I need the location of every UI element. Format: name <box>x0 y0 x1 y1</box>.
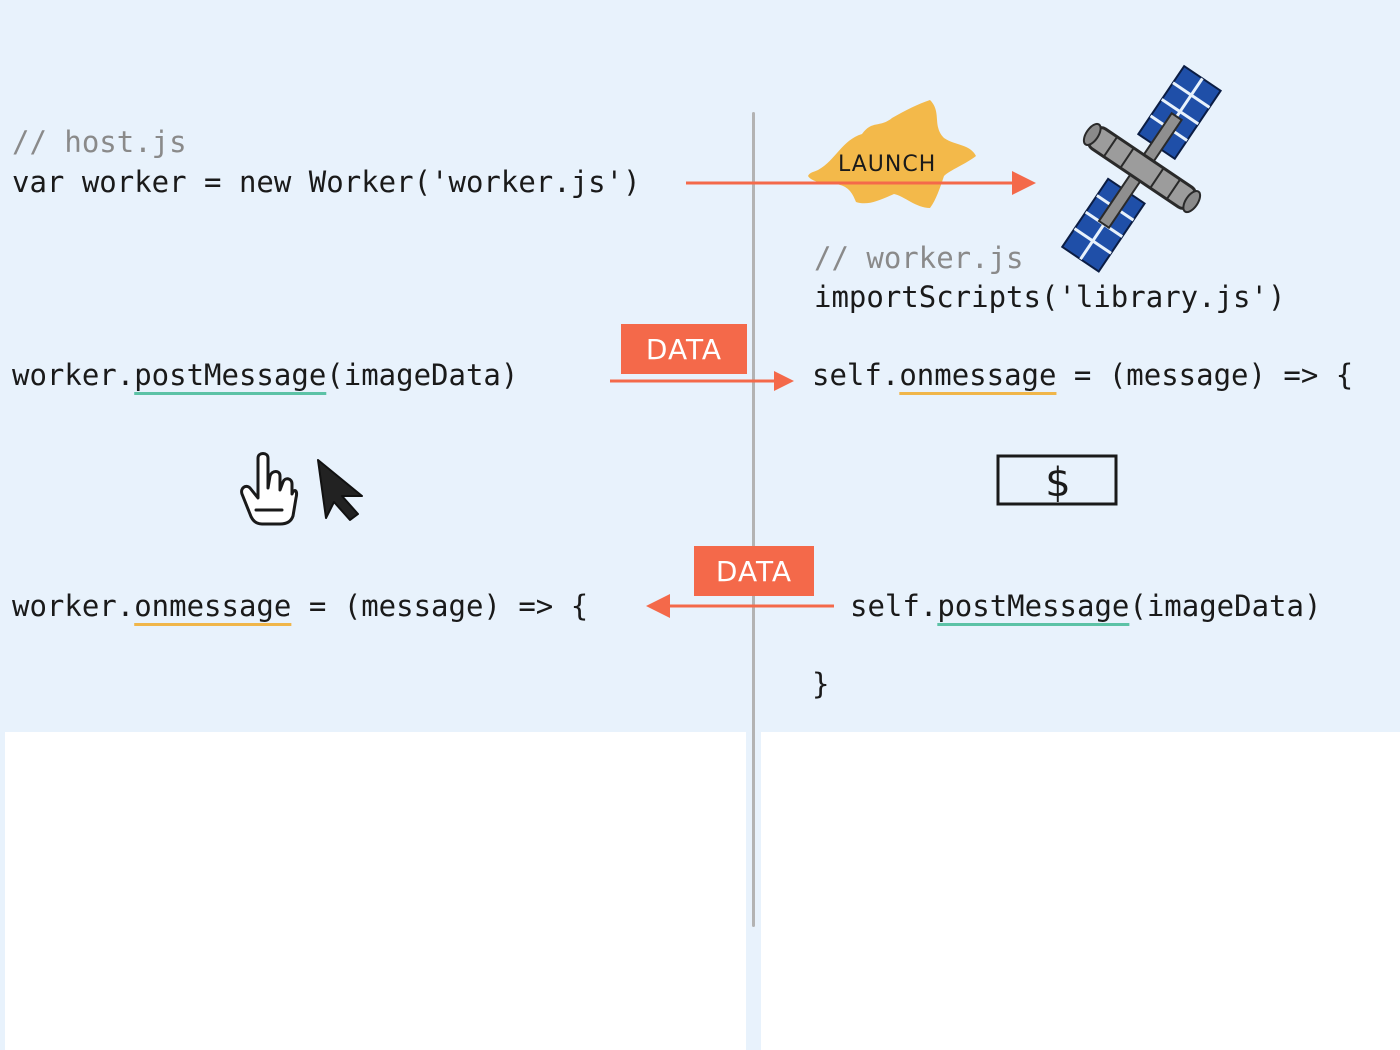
launch-label: LAUNCH <box>838 152 936 177</box>
host-new-worker-line: var worker = new Worker('worker.js') <box>12 165 641 199</box>
host-on-suffix: = (message) => { <box>291 589 589 623</box>
cursor-arrow-icon <box>317 459 363 521</box>
thread-divider <box>752 112 755 927</box>
host-post-method: postMessage <box>134 358 327 392</box>
worker-onmessage-line: self.onmessage = (message) => { <box>812 361 1353 390</box>
worker-post-prefix: self. <box>850 589 938 623</box>
worker-on-suffix: = (message) => { <box>1056 358 1354 392</box>
host-post-suffix: (imageData) <box>326 358 519 392</box>
host-on-prefix: worker. <box>12 589 135 623</box>
worker-on-prefix: self. <box>812 358 900 392</box>
worker-post-suffix: (imageData) <box>1129 589 1322 623</box>
worker-on-method: onmessage <box>899 358 1057 392</box>
worker-import-line: importScripts('library.js') <box>814 280 1286 314</box>
data-arrow-to-host <box>646 594 834 618</box>
worker-post-method: postMessage <box>937 589 1130 623</box>
splat-icon <box>808 100 976 208</box>
satellite-icon <box>1060 64 1223 273</box>
host-post-prefix: worker. <box>12 358 135 392</box>
host-post-message-line: worker.postMessage(imageData) <box>12 361 518 390</box>
left-edge-strip <box>0 732 5 1050</box>
dollar-sign: $ <box>1045 460 1070 506</box>
data-tag-to-host: DATA <box>694 546 814 596</box>
worker-post-message-line: self.postMessage(imageData) <box>850 592 1321 621</box>
host-on-method: onmessage <box>134 589 292 623</box>
pointing-hand-icon <box>240 452 298 526</box>
worker-comment: // worker.js <box>814 241 1024 275</box>
host-onmessage-line: worker.onmessage = (message) => { <box>12 592 588 621</box>
data-arrow-to-worker <box>610 371 794 391</box>
host-comment: // host.js <box>12 125 187 159</box>
dollar-bill-icon <box>996 454 1118 506</box>
data-tag-to-worker: DATA <box>621 324 747 374</box>
worker-close-brace: } <box>812 667 830 701</box>
launch-arrow <box>686 171 1036 195</box>
